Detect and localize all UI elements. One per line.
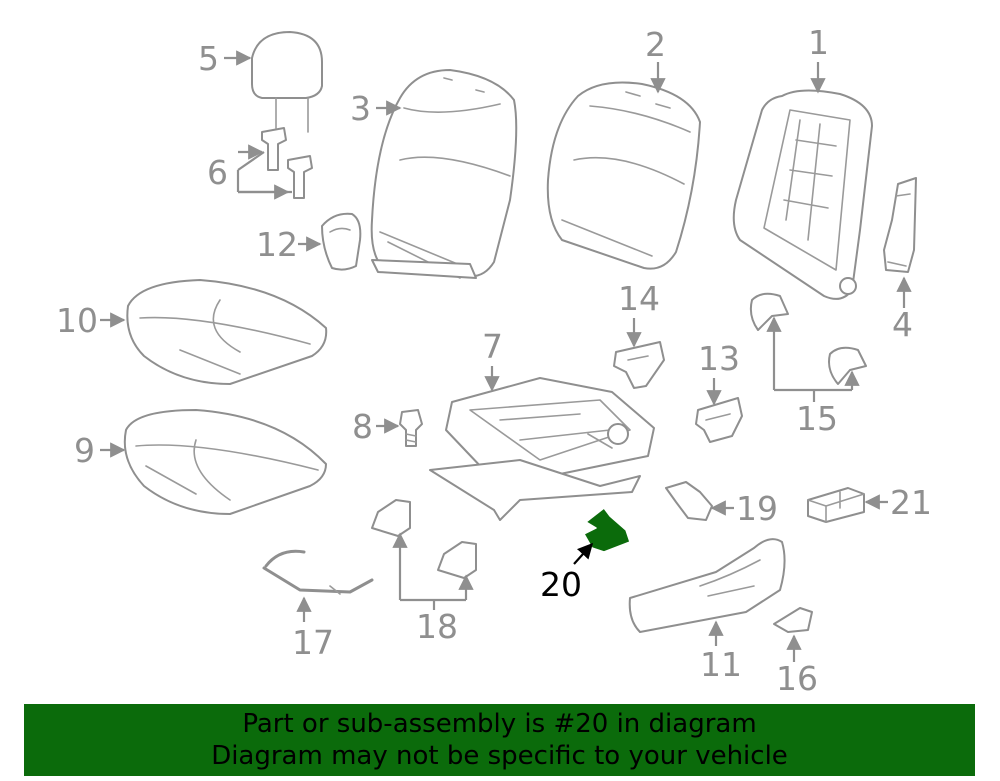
part-covers-15[interactable] [749,292,867,385]
part-bolt[interactable] [399,409,423,447]
leader-20 [573,542,594,565]
info-banner: Part or sub-assembly is #20 in diagram D… [24,704,975,776]
part-seatback-cover[interactable] [370,69,518,279]
callout-10: 10 [56,301,98,340]
part-seatback-frame[interactable] [732,89,873,300]
part-wire-17[interactable] [262,549,374,595]
callout-18: 18 [416,607,458,646]
callout-4: 4 [892,305,913,344]
callout-20: 20 [540,565,582,604]
callout-8: 8 [352,407,373,446]
part-bracket-14[interactable] [613,341,665,389]
part-block-21[interactable] [807,487,865,523]
callout-5: 5 [198,39,219,78]
part-seatback-pad[interactable] [546,81,701,270]
callout-6: 6 [207,153,228,192]
part-headrest-guides[interactable] [261,127,313,199]
seat-parts-diagram: 5 6 12 3 2 1 4 [56,23,932,698]
callout-14: 14 [618,279,660,318]
callout-19: 19 [736,489,778,528]
part-knob-16[interactable] [773,607,813,633]
banner-line-1: Part or sub-assembly is #20 in diagram [242,709,757,739]
callout-7: 7 [482,327,503,366]
part-20-highlighted[interactable] [583,507,631,553]
callout-3: 3 [350,89,371,128]
part-side-shield[interactable] [628,538,786,633]
callout-2: 2 [645,25,666,64]
banner-line-2: Diagram may not be specific to your vehi… [211,741,788,771]
callout-11: 11 [700,645,742,684]
callout-17: 17 [292,623,334,662]
callout-15: 15 [796,399,838,438]
callout-1: 1 [808,23,829,62]
callout-21: 21 [890,483,932,522]
part-side-bracket[interactable] [883,177,917,273]
part-headrest[interactable] [251,31,323,133]
part-seat-cover-cap[interactable] [321,212,362,271]
part-covers-18[interactable] [371,499,477,579]
leader-6 [236,151,292,194]
part-clip-19[interactable] [665,481,713,521]
part-cushion-cover[interactable] [126,279,328,385]
part-bracket-13[interactable] [695,397,743,443]
part-cushion-pad[interactable] [123,409,327,515]
callout-13: 13 [698,339,740,378]
callout-16: 16 [776,659,818,698]
part-seat-track[interactable] [429,377,655,521]
callout-9: 9 [74,431,95,470]
callout-12: 12 [256,225,298,264]
